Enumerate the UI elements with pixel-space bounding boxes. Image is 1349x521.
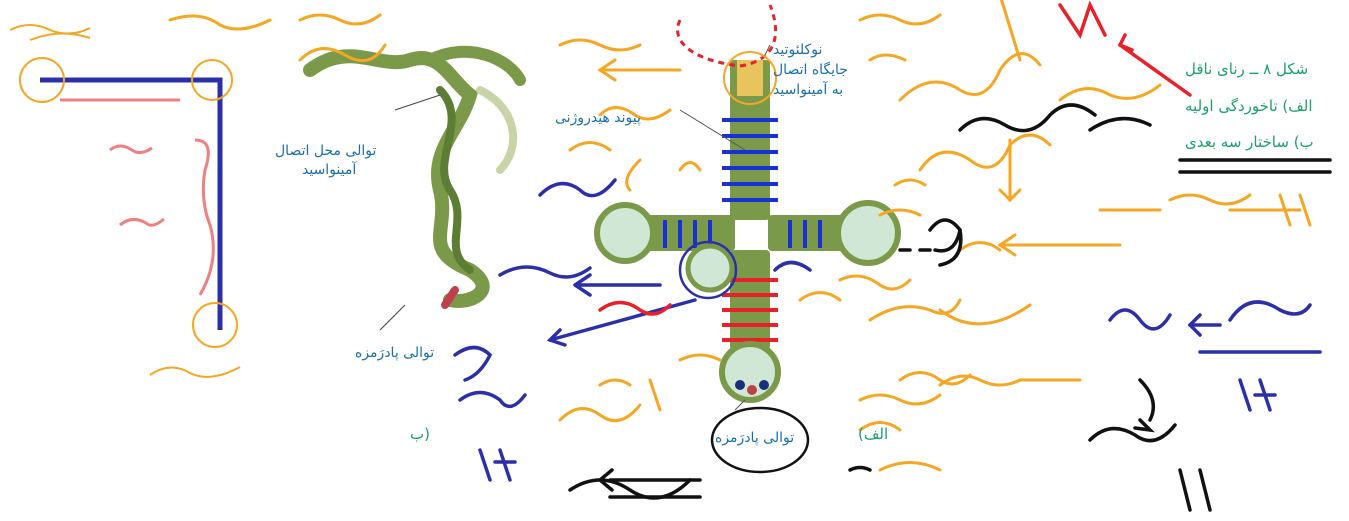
label-anticodon-left: توالی پادرَمزه xyxy=(355,345,435,361)
label-amino-seq-2: آمینواسید xyxy=(302,162,357,178)
label-part-a: (الف xyxy=(858,425,889,443)
caption-line-1: شکل ۸ ــ رنای ناقل xyxy=(1185,60,1309,78)
handwriting-black xyxy=(568,103,1332,512)
label-acceptor-site: جایگاه اتصال xyxy=(773,62,848,78)
caption-line-2: الف) تاخوردگی اولیه xyxy=(1185,97,1313,115)
label-hydrogen-bond: پیوند هیدروژنی xyxy=(555,110,641,126)
label-acceptor-site-2: به آمینواسید xyxy=(773,82,844,98)
caption-line-3: ب) ساختار سه بعدی xyxy=(1185,133,1314,151)
label-anticodon-bottom: توالی پادرَمزه xyxy=(715,430,795,446)
trna-3d-structure xyxy=(303,45,526,331)
label-amino-seq-1: توالی محل اتصال xyxy=(275,143,377,159)
label-part-b: ب) xyxy=(410,425,430,443)
label-nucleotide: نوکلئوتید xyxy=(773,42,823,58)
handwriting-orange xyxy=(168,0,1312,472)
l-shape-sketch xyxy=(9,24,241,378)
trna-cloverleaf xyxy=(594,4,901,474)
handwriting-blue xyxy=(453,178,1322,482)
handwriting-red xyxy=(598,0,1192,316)
